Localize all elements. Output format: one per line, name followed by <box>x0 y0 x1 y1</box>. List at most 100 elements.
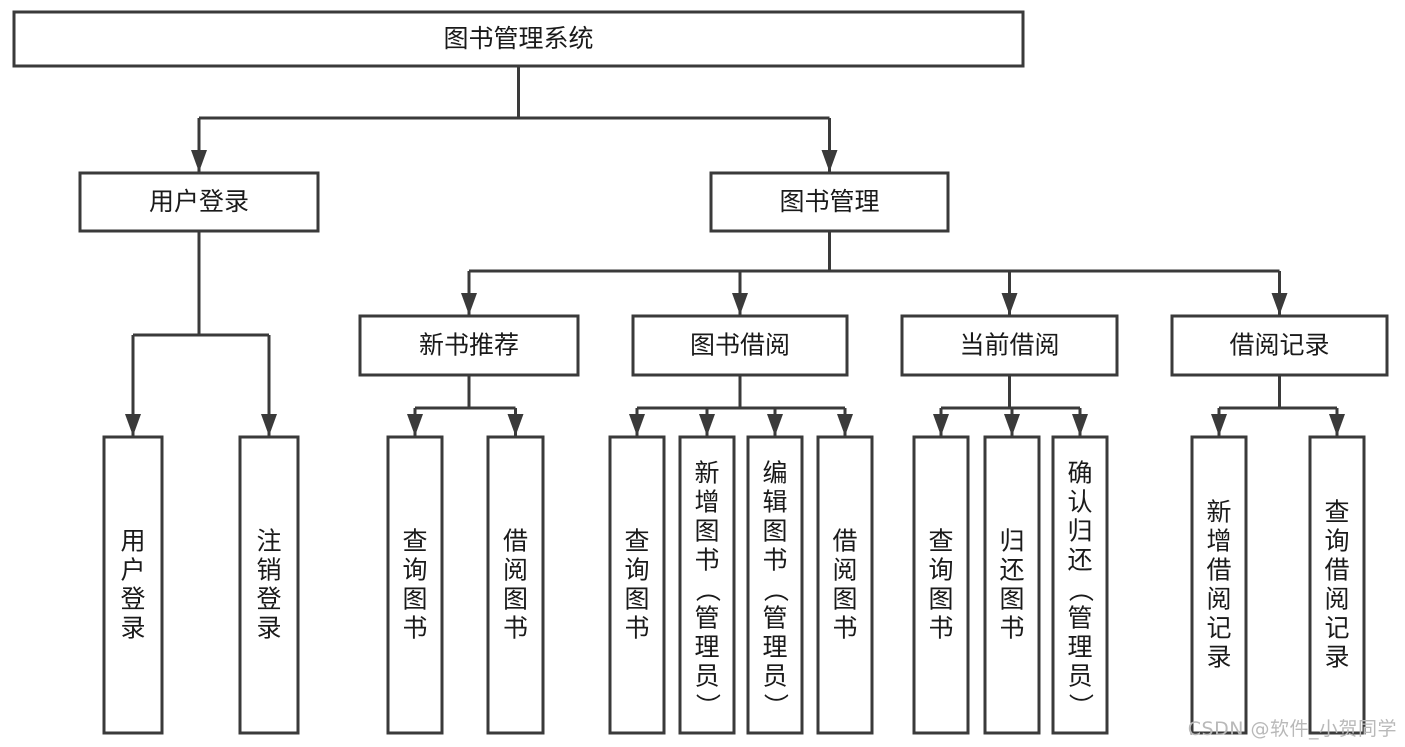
arrow-head-icon <box>837 414 853 436</box>
arrow-head-icon <box>629 414 645 436</box>
node-leaf-add-book-label-char: 员 <box>694 662 719 691</box>
node-leaf-query-record-label-char: 询 <box>1324 527 1349 556</box>
node-leaf-edit-book-label-char: 员 <box>762 662 787 691</box>
node-leaf-add-record-label-char: 记 <box>1206 614 1231 643</box>
node-leaf-query-book-2-label-char: 查 <box>624 527 649 556</box>
node-leaf-add-record-label-char: 借 <box>1206 556 1231 585</box>
node-leaf-borrow-book-2-label-char: 书 <box>832 614 857 643</box>
node-leaf-user-login-label-char: 用 <box>120 527 145 556</box>
node-leaf-add-record-label-char: 增 <box>1206 527 1231 556</box>
node-root-root-box <box>12 10 1025 68</box>
node-leaf-borrow-book-2-box <box>816 435 874 735</box>
node-leaf-user-login[interactable]: 用户登录 <box>102 435 164 735</box>
node-leaf-add-record-box <box>1190 435 1248 735</box>
node-leaf-confirm-return-label-char: （ <box>1066 577 1095 602</box>
node-book-manage-box <box>709 171 950 233</box>
arrow-head-icon <box>125 414 141 436</box>
arrow-head-icon <box>933 414 949 436</box>
arrow-head-icon <box>1271 293 1288 315</box>
node-user-login-label: 用户登录 <box>149 187 249 216</box>
connector-layer <box>125 66 1345 436</box>
node-leaf-return-book-label-char: 书 <box>999 614 1024 643</box>
node-current-borrow-box <box>900 314 1119 377</box>
node-book-manage[interactable]: 图书管理 <box>709 171 950 233</box>
node-borrow-record[interactable]: 借阅记录 <box>1170 314 1389 377</box>
node-leaf-edit-book-label-char: 管 <box>762 604 787 633</box>
node-leaf-query-record-box <box>1308 435 1366 735</box>
node-leaf-borrow-book-1-label-char: 图 <box>503 585 528 614</box>
csdn-watermark: CSDN @软件_小贺同学 <box>1187 718 1397 740</box>
node-leaf-borrow-book-1-label-char: 书 <box>503 614 528 643</box>
arrow-head-icon <box>261 414 277 436</box>
node-leaf-edit-book-label-char: 编 <box>762 459 787 488</box>
arrow-head-icon <box>1211 414 1227 436</box>
node-leaf-query-book-3-label-char: 询 <box>928 556 953 585</box>
node-leaf-add-book-label-char: 增 <box>694 488 719 517</box>
node-leaf-edit-book-label-char: 图 <box>762 517 787 546</box>
arrow-head-icon <box>767 414 783 436</box>
node-leaf-query-book-1-label-char: 书 <box>402 614 427 643</box>
node-leaf-user-logout-label-char: 注 <box>256 527 281 556</box>
arrow-head-icon <box>1004 414 1020 436</box>
node-leaf-add-book-label-char: （ <box>693 577 722 602</box>
node-leaf-query-book-1-label-char: 图 <box>402 585 427 614</box>
node-leaf-borrow-book-2-label-char: 图 <box>832 585 857 614</box>
node-leaf-user-login-label-char: 户 <box>120 556 145 585</box>
node-leaf-user-login-label-char: 登 <box>120 585 145 614</box>
node-leaf-confirm-return-label-char: ） <box>1066 693 1095 718</box>
node-leaf-borrow-book-1-box <box>486 435 545 735</box>
node-user-login[interactable]: 用户登录 <box>78 171 320 233</box>
node-current-borrow[interactable]: 当前借阅 <box>900 314 1119 377</box>
node-leaf-query-book-1-label-char: 询 <box>402 556 427 585</box>
node-leaf-query-book-1-label-char: 查 <box>402 527 427 556</box>
node-leaf-borrow-book-1-label-char: 借 <box>503 527 528 556</box>
node-leaf-edit-book-label-char: ） <box>761 693 790 718</box>
node-new-book-rec[interactable]: 新书推荐 <box>358 314 580 377</box>
node-new-book-rec-box <box>358 314 580 377</box>
node-leaf-confirm-return-label-char: 理 <box>1067 633 1092 662</box>
node-leaf-add-book-label-char: 图 <box>694 517 719 546</box>
node-leaf-add-record-label-char: 阅 <box>1206 585 1231 614</box>
node-leaf-confirm-return-label-char: 归 <box>1067 517 1092 546</box>
node-leaf-user-logout-box <box>238 435 300 735</box>
node-leaf-add-book-label-char: 理 <box>694 633 719 662</box>
node-book-borrow-label: 图书借阅 <box>690 331 790 360</box>
node-root-root[interactable]: 图书管理系统 <box>12 10 1025 68</box>
node-current-borrow-label: 当前借阅 <box>959 331 1059 360</box>
node-leaf-query-record-label-char: 录 <box>1324 643 1349 672</box>
node-leaf-query-book-2-label-char: 书 <box>624 614 649 643</box>
node-leaf-borrow-book-2-label-char: 阅 <box>832 556 857 585</box>
node-leaf-user-login-box <box>102 435 164 735</box>
arrow-head-icon <box>732 293 748 315</box>
node-leaf-query-record-label-char: 借 <box>1324 556 1349 585</box>
node-book-borrow-box <box>631 314 849 377</box>
node-user-login-box <box>78 171 320 233</box>
node-leaf-edit-book-box <box>746 435 804 735</box>
node-leaf-query-record-label-char: 查 <box>1324 498 1349 527</box>
node-leaf-confirm-return-label-char: 员 <box>1067 662 1092 691</box>
arrow-head-icon <box>407 414 423 436</box>
node-leaf-query-book-2-label-char: 图 <box>624 585 649 614</box>
node-leaf-return-book-box <box>983 435 1041 735</box>
node-leaf-query-book-1-box <box>386 435 444 735</box>
node-leaf-query-book-3-label-char: 图 <box>928 585 953 614</box>
node-leaf-add-book-label-char: 新 <box>694 459 719 488</box>
node-leaf-edit-book-label-char: （ <box>761 577 790 602</box>
node-leaf-return-book-label-char: 还 <box>999 556 1024 585</box>
arrow-head-icon <box>699 414 715 436</box>
node-book-borrow[interactable]: 图书借阅 <box>631 314 849 377</box>
arrow-head-icon <box>507 414 524 436</box>
